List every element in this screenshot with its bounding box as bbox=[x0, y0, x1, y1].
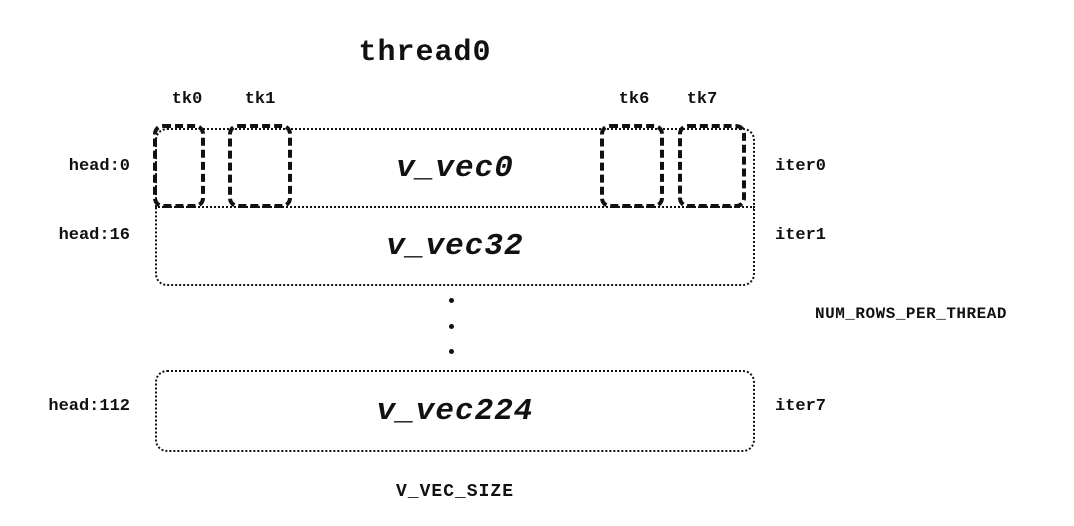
tk7-label: tk7 bbox=[686, 90, 718, 109]
tk6-label: tk6 bbox=[618, 90, 650, 109]
head0-label: head:0 bbox=[68, 157, 130, 176]
vector-row-iter7: v_vec224 bbox=[155, 370, 755, 452]
v-vec32-label: v_vec32 bbox=[386, 228, 524, 264]
iter0-label: iter0 bbox=[775, 157, 827, 176]
tk7-box bbox=[678, 124, 746, 208]
iter1-label: iter1 bbox=[775, 226, 827, 245]
tk0-label: tk0 bbox=[171, 90, 203, 109]
head112-label: head:112 bbox=[48, 397, 130, 416]
head16-label: head:16 bbox=[58, 226, 130, 245]
diagram-title: thread0 bbox=[358, 36, 492, 70]
tk1-label: tk1 bbox=[244, 90, 276, 109]
v-vec224-label: v_vec224 bbox=[376, 393, 534, 429]
tk0-box bbox=[153, 124, 205, 208]
v-vec-size-label: V_VEC_SIZE bbox=[395, 482, 515, 502]
v-vec0-label: v_vec0 bbox=[396, 150, 514, 186]
vector-row-iter1: v_vec32 bbox=[155, 206, 755, 286]
tk6-box bbox=[600, 124, 664, 208]
tk1-box bbox=[228, 124, 292, 208]
vertical-ellipsis-icon bbox=[444, 298, 458, 354]
iter7-label: iter7 bbox=[775, 397, 827, 416]
num-rows-per-thread-label: NUM_ROWS_PER_THREAD bbox=[815, 305, 1007, 323]
